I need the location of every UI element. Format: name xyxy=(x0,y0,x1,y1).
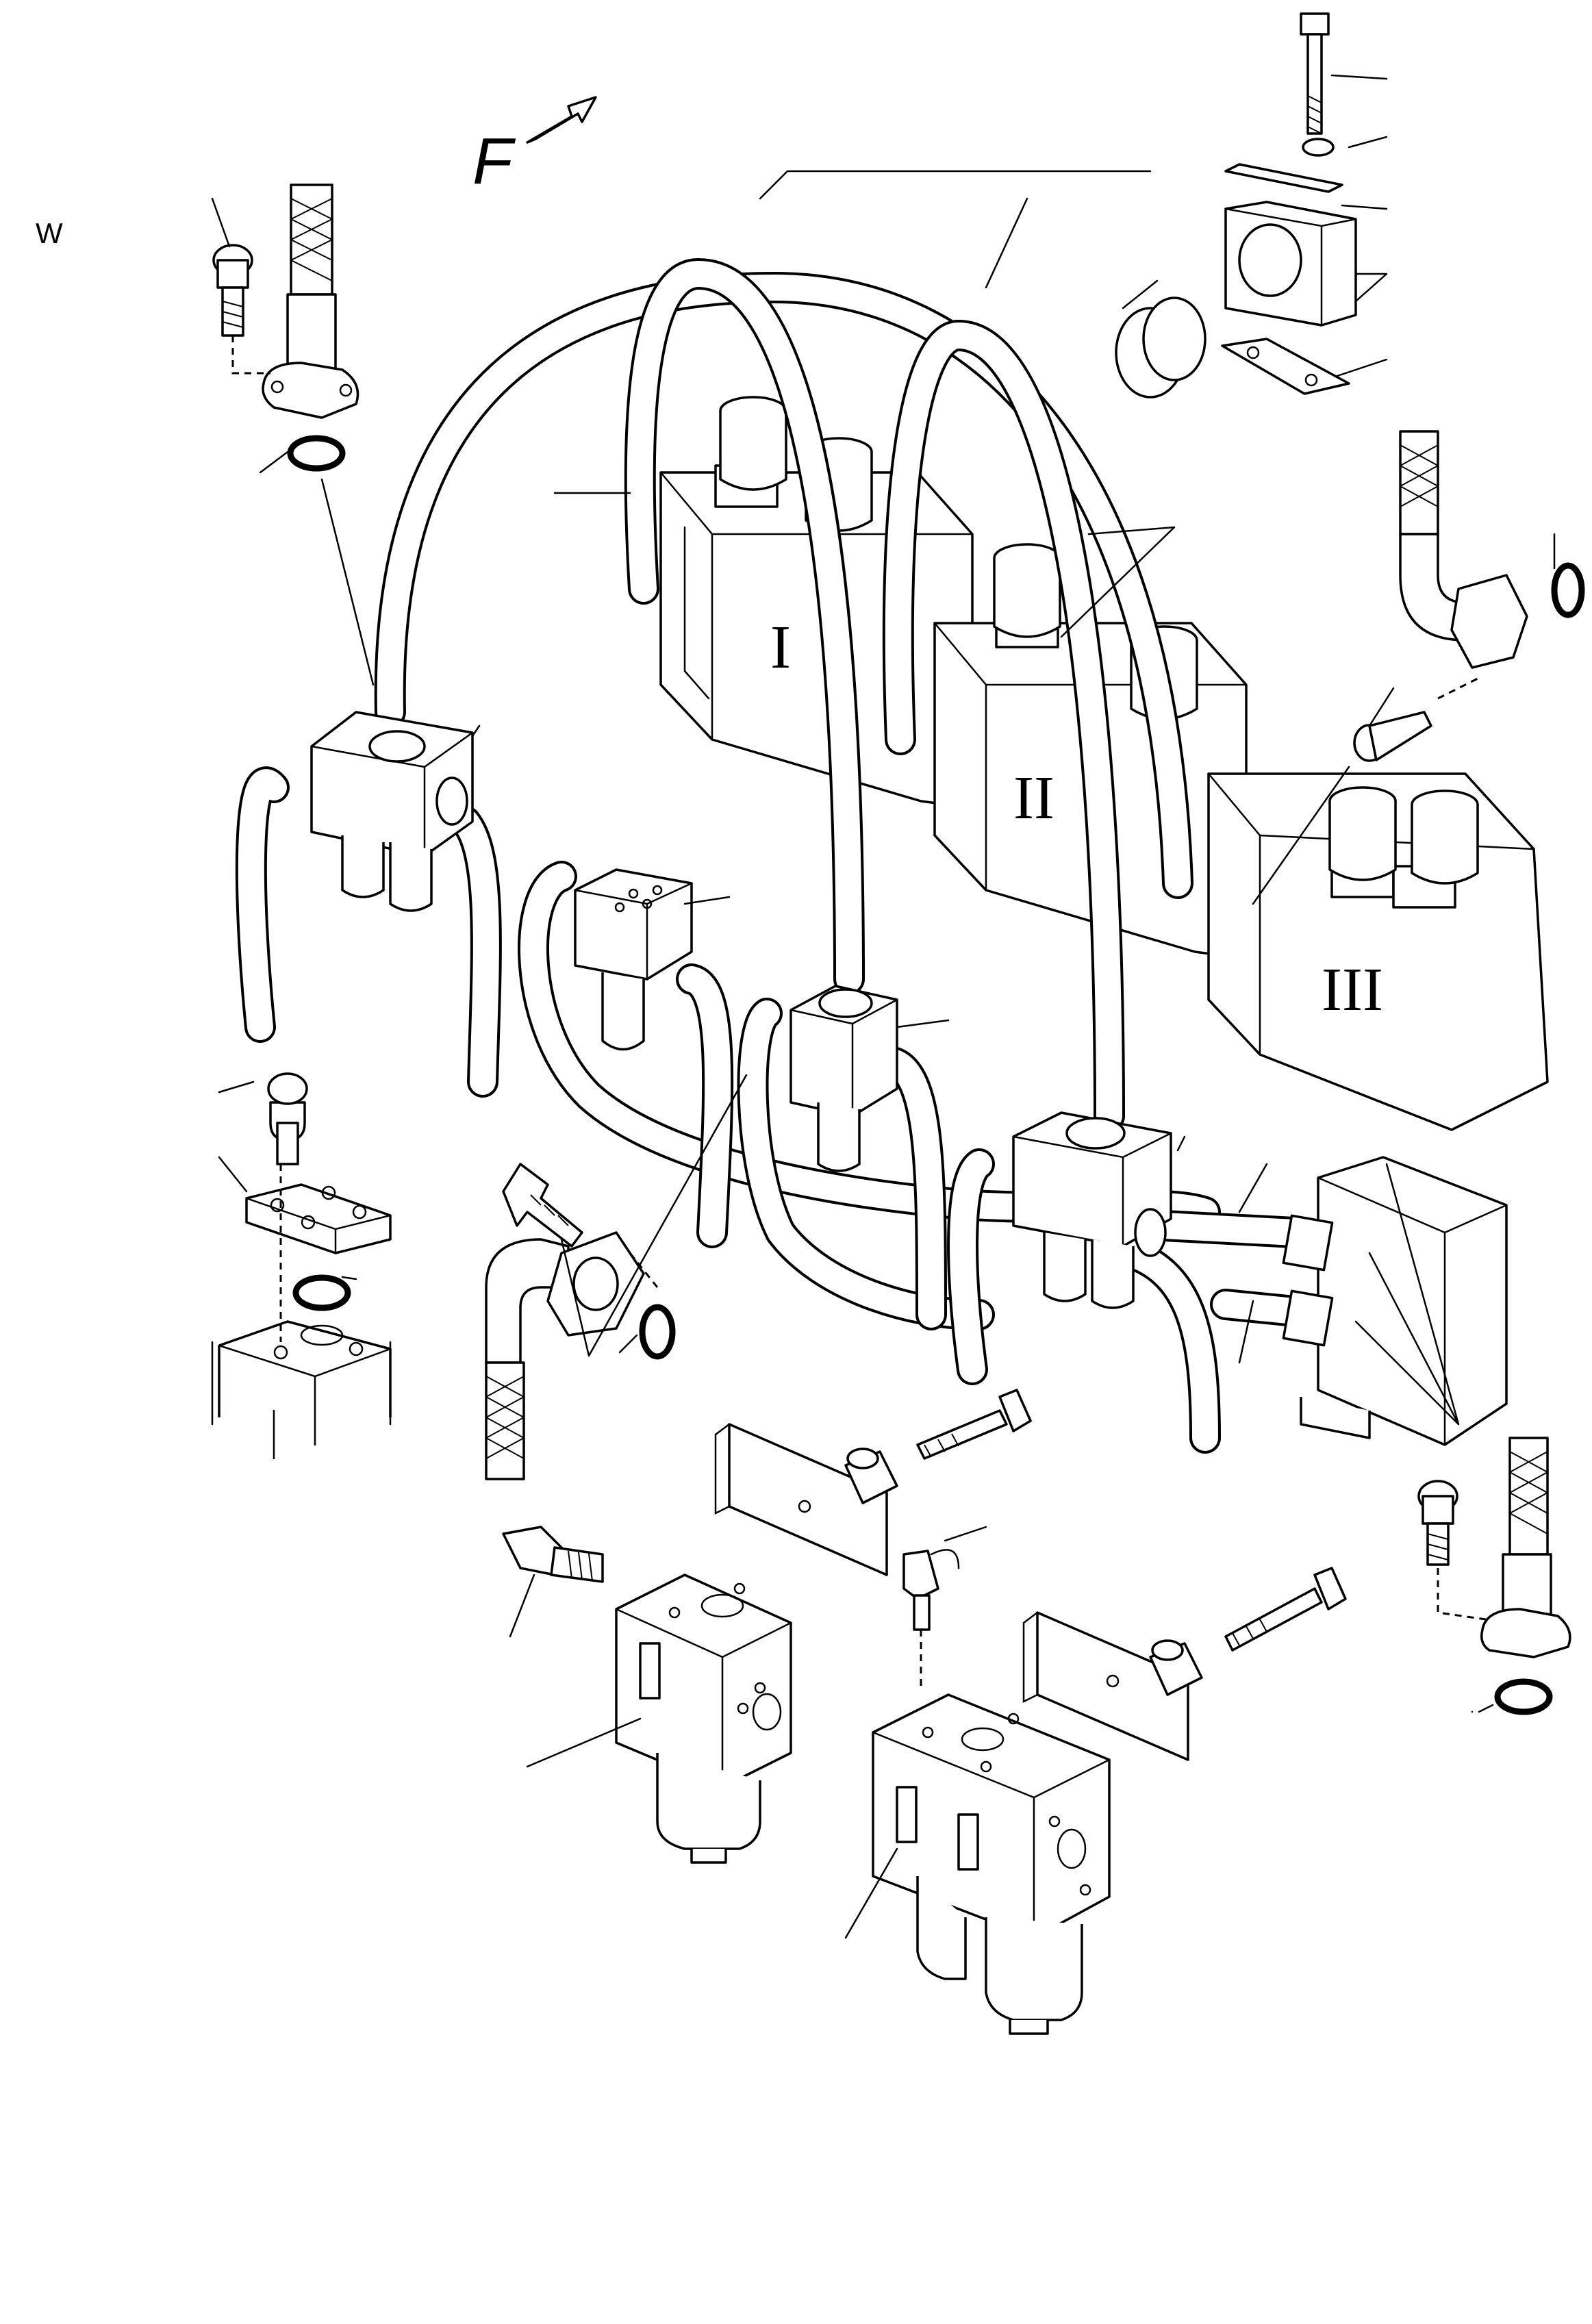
valve-label-2: II xyxy=(1013,764,1054,832)
direction-arrow-icon xyxy=(526,96,597,144)
o-ring-icon xyxy=(1494,1678,1553,1715)
sensor-icon xyxy=(902,1550,939,1600)
hose-end-bottom-right xyxy=(1417,1437,1571,1715)
distribution-block-2 xyxy=(574,868,693,1051)
washer-icon xyxy=(1302,138,1335,157)
distribution-block-3 xyxy=(789,985,898,1172)
callout-leader-lines xyxy=(211,74,1556,1939)
o-ring-icon xyxy=(287,435,346,472)
hoses xyxy=(235,258,1310,1454)
bracket-plate-left xyxy=(714,1423,888,1576)
front-direction-indicator: F xyxy=(472,96,597,198)
hose-end-top-left xyxy=(212,184,359,472)
o-ring-icon xyxy=(1551,562,1585,618)
o-ring-icon xyxy=(639,1304,676,1360)
corner-label: W xyxy=(36,217,63,249)
hose-end-right xyxy=(1353,430,1585,762)
distribution-block-4 xyxy=(1012,1111,1172,1309)
distribution-block-1 xyxy=(310,711,474,912)
valve-section-3: III xyxy=(1207,772,1549,1131)
clamp-assembly xyxy=(1115,12,1357,399)
valve-label-1: I xyxy=(770,614,791,681)
filter-unit-2 xyxy=(872,1549,1111,2035)
flange-block-left xyxy=(218,1072,392,1446)
spacers-and-bolts xyxy=(844,1389,1347,1696)
direction-label: F xyxy=(472,125,516,198)
o-ring-icon xyxy=(292,1274,351,1311)
hose-end-elbow xyxy=(485,1163,676,1480)
filter-unit-1 xyxy=(502,1526,792,1864)
bracket-plate-right xyxy=(1022,1611,1189,1761)
manifold-block xyxy=(1282,1156,1508,1446)
valve-label-3: III xyxy=(1322,956,1383,1024)
